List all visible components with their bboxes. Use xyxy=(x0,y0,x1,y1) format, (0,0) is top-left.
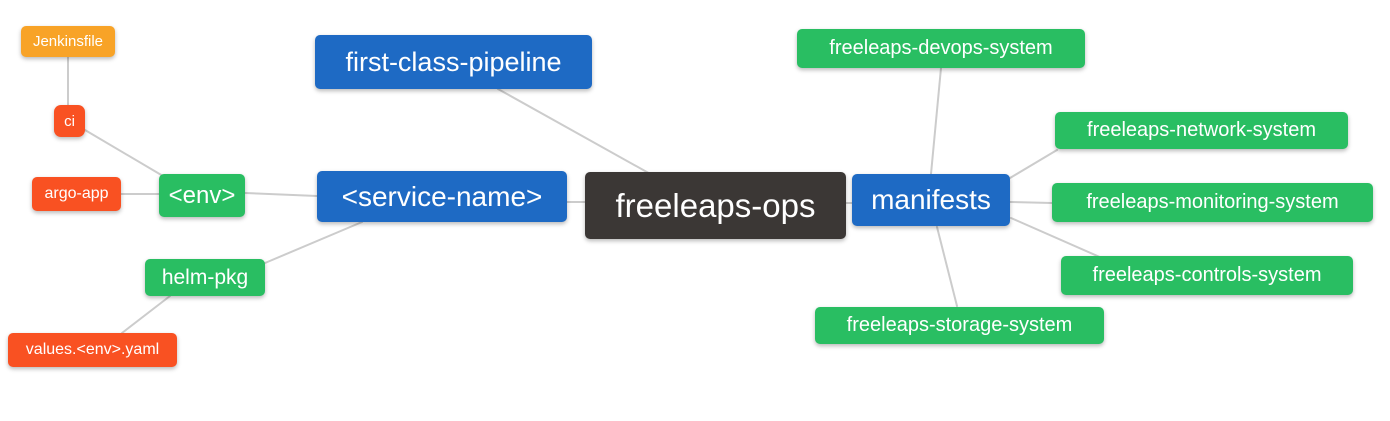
edge-manifests-devops-system xyxy=(930,67,942,175)
node-freeleaps-devops-system[interactable]: freeleaps-devops-system xyxy=(797,29,1085,68)
node-freeleaps-monitoring-system[interactable]: freeleaps-monitoring-system xyxy=(1052,183,1373,222)
edge-manifests-network-system xyxy=(1009,149,1058,179)
edge-manifests-storage-system xyxy=(936,226,958,307)
edge-first-class-pipeline-ops xyxy=(497,88,655,177)
node-values-env-yaml[interactable]: values.<env>.yaml xyxy=(8,333,177,367)
node-argo-app[interactable]: argo-app xyxy=(32,177,121,211)
node-freeleaps-ops[interactable]: freeleaps-ops xyxy=(585,172,846,239)
node-service-name[interactable]: <service-name> xyxy=(317,171,567,222)
edge-values-helm-pkg xyxy=(121,295,171,334)
node-manifests[interactable]: manifests xyxy=(852,174,1010,226)
edge-manifests-controls-system xyxy=(1010,217,1103,259)
node-env[interactable]: <env> xyxy=(159,174,245,217)
edge-manifests-monitoring-system xyxy=(1009,201,1053,204)
node-first-class-pipeline[interactable]: first-class-pipeline xyxy=(315,35,592,89)
edge-helm-pkg-service-name xyxy=(264,221,363,264)
node-jenkinsfile[interactable]: Jenkinsfile xyxy=(21,26,115,57)
edge-ci-env xyxy=(84,129,164,177)
node-freeleaps-storage-system[interactable]: freeleaps-storage-system xyxy=(815,307,1104,344)
node-freeleaps-network-system[interactable]: freeleaps-network-system xyxy=(1055,112,1348,149)
edge-env-service-name xyxy=(244,192,318,197)
node-helm-pkg[interactable]: helm-pkg xyxy=(145,259,265,296)
node-ci[interactable]: ci xyxy=(54,105,85,137)
node-freeleaps-controls-system[interactable]: freeleaps-controls-system xyxy=(1061,256,1353,295)
